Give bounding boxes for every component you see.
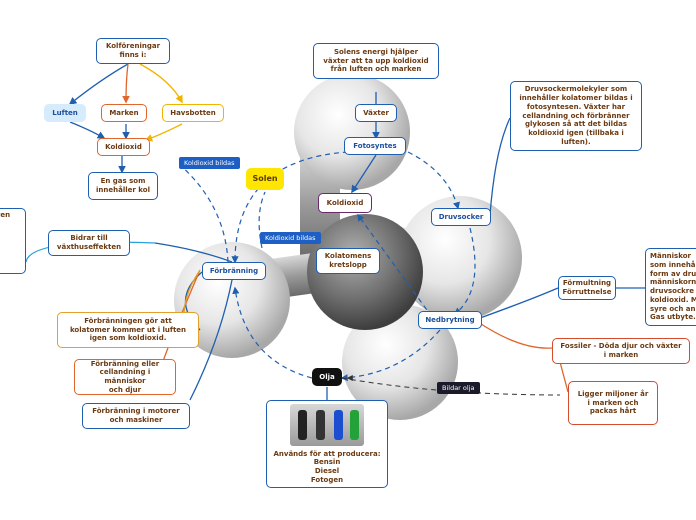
node-kolforeningar[interactable]: Kolföreningar finns i: [96, 38, 170, 64]
node-kretslopp[interactable]: Kolatomens kretslopp [316, 248, 380, 274]
tag-bildar-olja[interactable]: Bildar olja [437, 382, 480, 394]
tag-koldioxid-bildas-1[interactable]: Koldioxid bildas [179, 157, 240, 169]
bildar-olja-connector [341, 377, 561, 396]
tag-koldioxid-bildas-2[interactable]: Koldioxid bildas [260, 232, 321, 244]
node-olja[interactable]: Olja [312, 368, 342, 386]
node-vaxthus-partial[interactable]: ten [0, 208, 26, 274]
anvands-title: Används för att producera: [273, 449, 381, 458]
node-solen[interactable]: Solen [246, 168, 284, 190]
node-koldioxid-top[interactable]: Koldioxid [97, 138, 150, 156]
node-gas-kol[interactable]: En gas som innehåller kol [88, 172, 158, 200]
node-bidrar[interactable]: Bidrar till växthuseffekten [48, 230, 130, 256]
node-ligger[interactable]: Ligger miljoner år i marken och packas h… [568, 381, 658, 425]
node-solens-energi[interactable]: Solens energi hjälper växter att ta upp … [313, 43, 439, 79]
fuel-nozzle-icon [316, 409, 325, 440]
node-anvands[interactable]: Används för att producera: Bensin Diesel… [266, 400, 388, 488]
node-druvsocker-info[interactable]: Druvsockermolekyler som innehåller kolat… [510, 81, 642, 151]
node-marken[interactable]: Marken [101, 104, 147, 122]
node-manniskor-partial[interactable]: Människor som innehå form av dru människ… [645, 248, 696, 326]
anvands-items: Bensin Diesel Fotogen [310, 458, 344, 484]
fuel-nozzle-icon [334, 409, 343, 440]
node-forbranning-motorer[interactable]: Förbränning i motorer och maskiner [82, 403, 190, 429]
node-forbranning[interactable]: Förbränning [202, 262, 266, 280]
fuel-nozzle-icon [298, 409, 307, 440]
node-forbranning-cell[interactable]: Förbränning eller cellandning i människo… [74, 359, 176, 395]
node-havsbotten[interactable]: Havsbotten [162, 104, 224, 122]
node-druvsocker[interactable]: Druvsocker [431, 208, 491, 226]
node-luften[interactable]: Luften [44, 104, 86, 122]
node-vaxter[interactable]: Växter [355, 104, 397, 122]
node-formultning[interactable]: Förmultning Förruttnelse [558, 276, 616, 300]
fuel-nozzle-icon [350, 409, 359, 440]
node-fossiler[interactable]: Fossiler - Döda djur och växter i marken [552, 338, 690, 364]
node-koldioxid-center[interactable]: Koldioxid [318, 193, 372, 213]
node-fotosyntes[interactable]: Fotosyntes [344, 137, 406, 155]
node-forbranningen-gor[interactable]: Förbränningen gör att kolatomer kommer u… [57, 312, 199, 348]
methane-molecule [174, 74, 522, 420]
node-nedbrytning[interactable]: Nedbrytning [418, 311, 482, 329]
fuel-pump-image [290, 403, 364, 446]
